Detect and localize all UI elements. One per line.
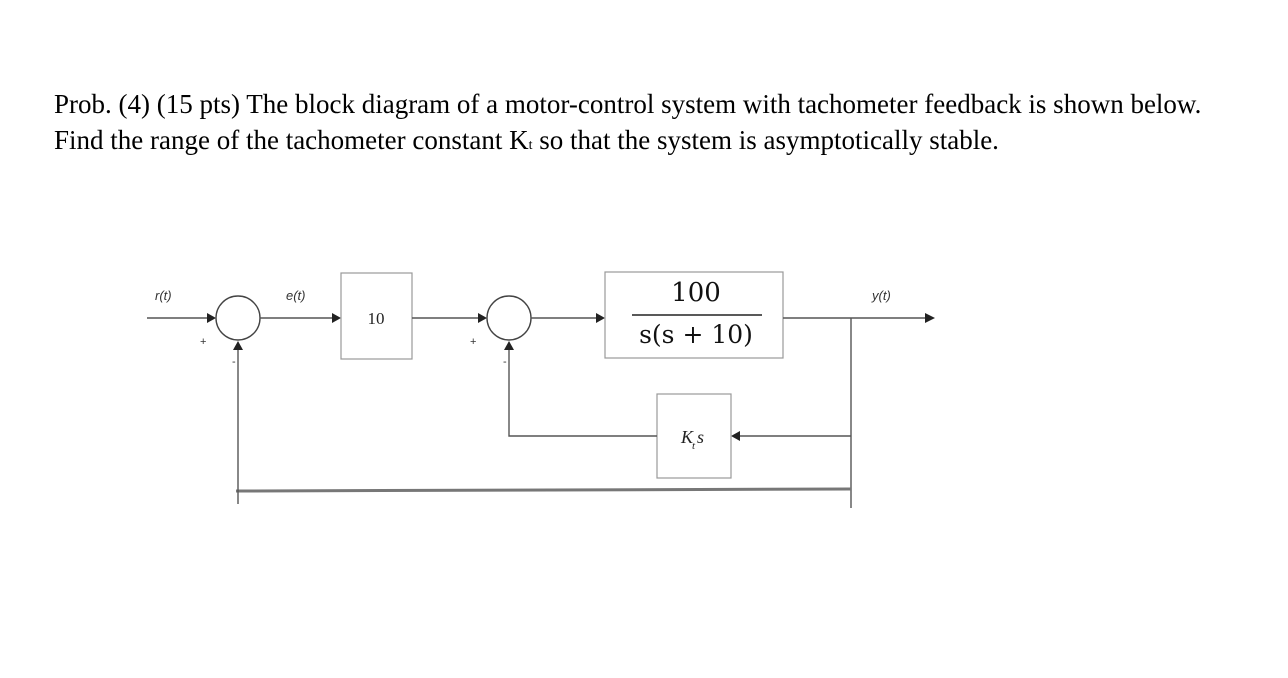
sum1-plus-sign: + bbox=[200, 336, 206, 348]
plant-numerator: 100 bbox=[671, 278, 721, 308]
error-label: e(t) bbox=[286, 288, 306, 303]
plant-denominator: s(s + 10) bbox=[639, 320, 753, 349]
problem-text-suffix: so that the system is asymptotically sta… bbox=[532, 125, 999, 155]
tach-feedback-s: s bbox=[697, 427, 704, 447]
unity-feedback-arrow bbox=[233, 341, 243, 350]
input-label: r(t) bbox=[155, 288, 172, 303]
sum2-plus-sign: + bbox=[470, 336, 476, 348]
inner-arrow bbox=[596, 313, 605, 323]
error-arrow bbox=[332, 313, 341, 323]
unity-feedback-bottom-wire bbox=[235, 487, 852, 493]
tach-output-wire bbox=[508, 350, 657, 437]
sum2-minus-sign: - bbox=[503, 356, 507, 368]
summing-junction-2 bbox=[486, 295, 532, 341]
output-label: y(t) bbox=[871, 288, 891, 303]
kt-subscript: t bbox=[528, 138, 533, 153]
controller-gain-block bbox=[340, 272, 413, 360]
tach-input-arrow bbox=[731, 431, 740, 441]
controller-gain-value: 10 bbox=[368, 309, 385, 328]
sum1-minus-sign: - bbox=[232, 356, 236, 368]
summing-junction-1 bbox=[215, 295, 261, 341]
tach-feedback-k: K bbox=[680, 427, 694, 447]
input-arrow bbox=[207, 313, 216, 323]
problem-statement: Prob. (4) (15 pts) The block diagram of … bbox=[54, 86, 1254, 164]
tachometer-block bbox=[656, 393, 732, 479]
tach-feedback-subscript: t bbox=[692, 440, 696, 452]
gain-output-arrow bbox=[478, 313, 487, 323]
problem-text-prefix: Prob. (4) (15 pts) The block diagram of … bbox=[54, 89, 1202, 155]
output-arrow bbox=[925, 313, 935, 323]
tach-output-arrow bbox=[504, 341, 514, 350]
